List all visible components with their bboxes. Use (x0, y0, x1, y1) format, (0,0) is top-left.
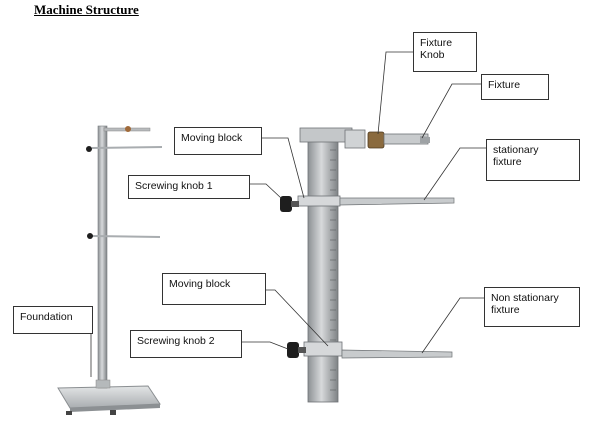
machine-overview (57, 125, 163, 415)
detail-column (307, 131, 339, 403)
label-stationary-fixture: stationary fixture (486, 139, 580, 181)
page-title: Machine Structure (34, 2, 139, 17)
overview-knob-upper (86, 146, 92, 152)
screwing-knob-1 (280, 196, 292, 212)
label-screwing-knob-1: Screwing knob 1 (128, 175, 250, 199)
measurement-scale (330, 139, 336, 391)
leader-fixture (421, 83, 481, 139)
moving-block-2 (303, 341, 343, 357)
leader-stationary-fixture (423, 147, 486, 201)
label-fixture: Fixture (481, 74, 549, 100)
leader-fixture-knob (377, 51, 413, 135)
screwing-knob-2 (287, 342, 299, 358)
label-moving-block-2: Moving block (162, 273, 266, 305)
overview-column (97, 125, 108, 389)
fixture-knob-ring (367, 131, 385, 149)
overview-knob-lower (87, 233, 93, 239)
top-fixture-block (299, 127, 353, 143)
leader-moving-block-1 (262, 137, 305, 199)
leader-screwing-knob-1 (250, 183, 282, 199)
label-screwing-knob-2: Screwing knob 2 (130, 330, 242, 358)
machine-detail (280, 127, 455, 403)
leader-moving-block-2 (266, 289, 329, 347)
label-fixture-knob: Fixture Knob (413, 32, 477, 72)
stationary-fixture-arm (339, 197, 455, 206)
leader-non-stationary-fixture (421, 297, 484, 354)
label-moving-block-1: Moving block (174, 127, 262, 155)
moving-block-1 (297, 195, 341, 207)
label-foundation: Foundation (13, 306, 93, 334)
leader-screwing-knob-2 (242, 341, 289, 350)
leader-lines (90, 51, 486, 377)
label-non-stationary-fixture: Non stationary fixture (484, 287, 580, 327)
non-stationary-fixture-arm (341, 349, 453, 359)
